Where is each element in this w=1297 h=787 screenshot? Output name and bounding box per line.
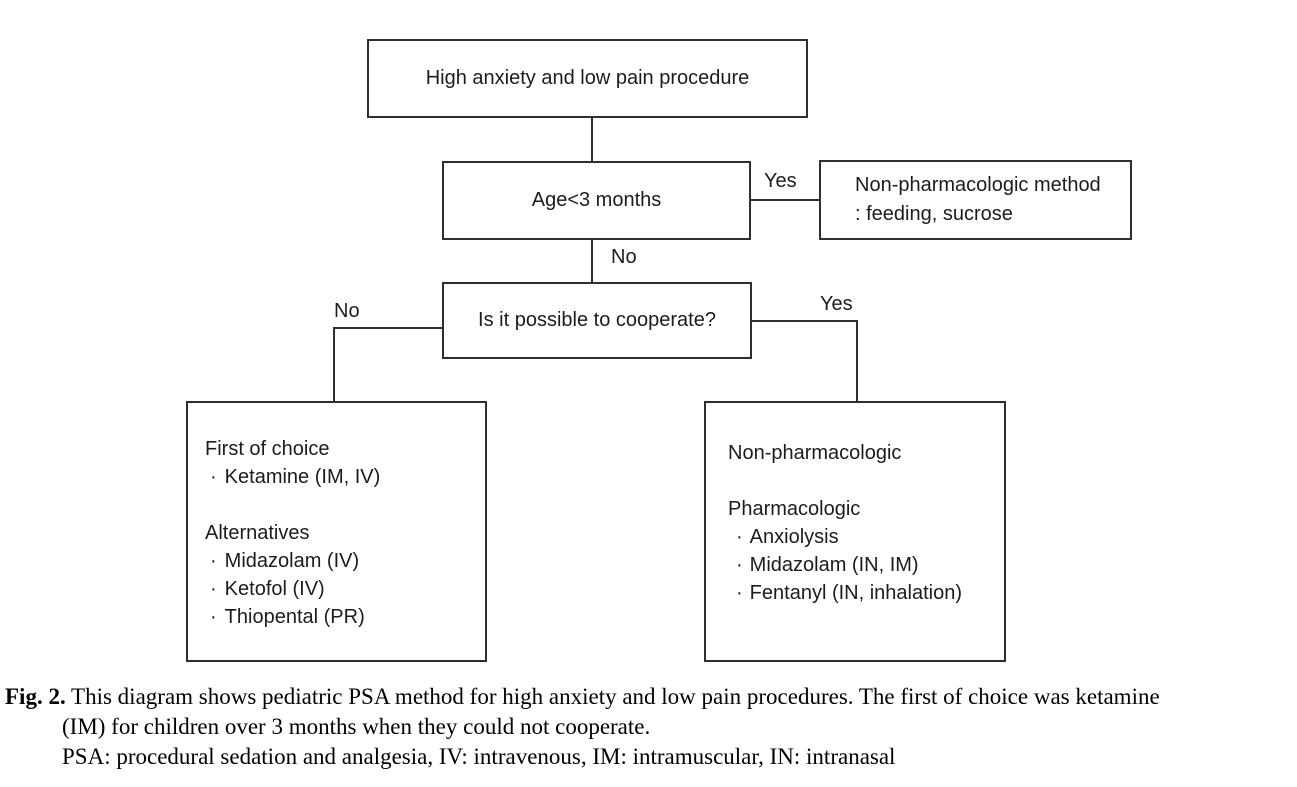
list-item-midazolam-iv: · Midazolam (IV) [205,547,479,575]
edge-label-age-yes: Yes [764,170,797,192]
list-item-text: Thiopental (PR) [224,606,365,628]
figure-number-label: Fig. 2. [5,684,66,709]
node-nonpharm-method-line2: : feeding, sucrose [855,203,1013,225]
node-nonpharm-method-line1: Non-pharmacologic method [855,174,1101,196]
list-item-text: Fentanyl (IN, inhalation) [749,582,962,604]
list-item-text: Anxiolysis [749,526,839,548]
blank-line [205,491,479,519]
connector-coop-yes-horizontal [752,320,857,322]
first-choice-title: First of choice [205,438,330,460]
caption-line-1: Fig. 2. This diagram shows pediatric PSA… [5,682,1297,712]
list-item-fentanyl: · Fentanyl (IN, inhalation) [728,579,998,607]
list-item-anxiolysis: · Anxiolysis [728,523,998,551]
alternatives-title: Alternatives [205,522,310,544]
bullet-icon: · [736,554,743,576]
node-high-anxiety-low-pain: High anxiety and low pain procedure [367,39,808,118]
connector-top-to-age [591,118,593,161]
list-item-text: Ketofol (IV) [224,578,325,600]
caption-line-2: (IM) for children over 3 months when the… [62,714,651,739]
list-item-text: Ketamine (IM, IV) [224,466,381,488]
edge-label-coop-yes: Yes [820,293,853,315]
figure-caption: Fig. 2. This diagram shows pediatric PSA… [5,682,1297,772]
list-item-thiopental: · Thiopental (PR) [205,603,479,631]
list-item-text: Midazolam (IV) [224,550,360,572]
blank-line [728,467,998,495]
nonpharm-title: Non-pharmacologic [728,442,902,464]
node-age-under-3-months: Age<3 months [442,161,751,240]
node-age-label: Age<3 months [531,189,662,211]
list-item-midazolam-in-im: · Midazolam (IN, IM) [728,551,998,579]
list-item-ketofol: · Ketofol (IV) [205,575,479,603]
node-cooperate-label: Is it possible to cooperate? [478,309,716,331]
edge-label-age-no: No [611,246,637,268]
connector-age-no [591,240,593,282]
bullet-icon: · [736,582,743,604]
bullet-icon: · [210,466,217,488]
caption-text-1: This diagram shows pediatric PSA method … [71,684,1160,709]
node-nonpharm-method: Non-pharmacologic method : feeding, sucr… [819,160,1132,240]
bullet-icon: · [210,606,217,628]
node-cooperative-treatments: Non-pharmacologic Pharmacologic · Anxioly… [704,401,1006,662]
pharm-title: Pharmacologic [728,498,861,520]
connector-coop-yes-vertical [856,320,858,401]
bullet-icon: · [736,526,743,548]
list-item-text: Midazolam (IN, IM) [749,554,919,576]
connector-age-yes [751,199,819,201]
node-first-choice-treatments: First of choice · Ketamine (IM, IV) Alter… [186,401,487,662]
connector-coop-no-vertical [333,327,335,401]
edge-label-coop-no: No [334,300,360,322]
connector-coop-no-horizontal [334,327,442,329]
node-high-anxiety-label: High anxiety and low pain procedure [425,67,750,89]
list-item-ketamine: · Ketamine (IM, IV) [205,463,479,491]
bullet-icon: · [210,578,217,600]
bullet-icon: · [210,550,217,572]
node-cooperate-question: Is it possible to cooperate? [442,282,752,359]
caption-line-3: PSA: procedural sedation and analgesia, … [62,744,896,769]
